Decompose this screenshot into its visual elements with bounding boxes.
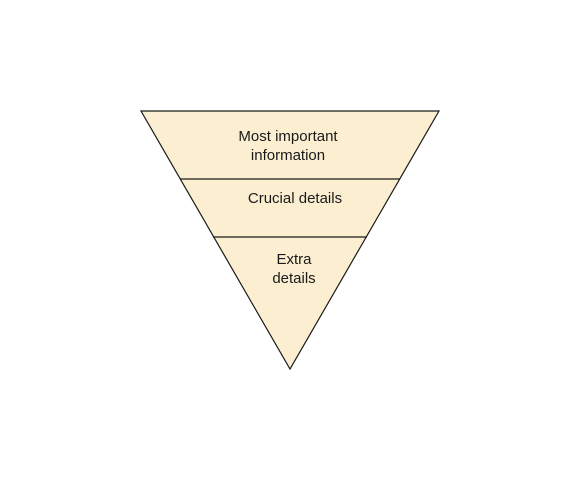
tier-top: Most important information — [238, 128, 338, 164]
pyramid-shape — [139, 110, 441, 371]
tier-middle: Crucial details — [248, 190, 342, 207]
tier-bottom-label-line-1: Extra — [276, 251, 312, 268]
tier-middle-label: Crucial details — [248, 190, 342, 207]
tier-bottom-label-line-2: details — [272, 270, 315, 287]
tier-top-label-line-2: information — [251, 147, 325, 164]
tier-bottom: Extra details — [272, 251, 315, 287]
tier-top-label-line-1: Most important — [238, 128, 338, 145]
